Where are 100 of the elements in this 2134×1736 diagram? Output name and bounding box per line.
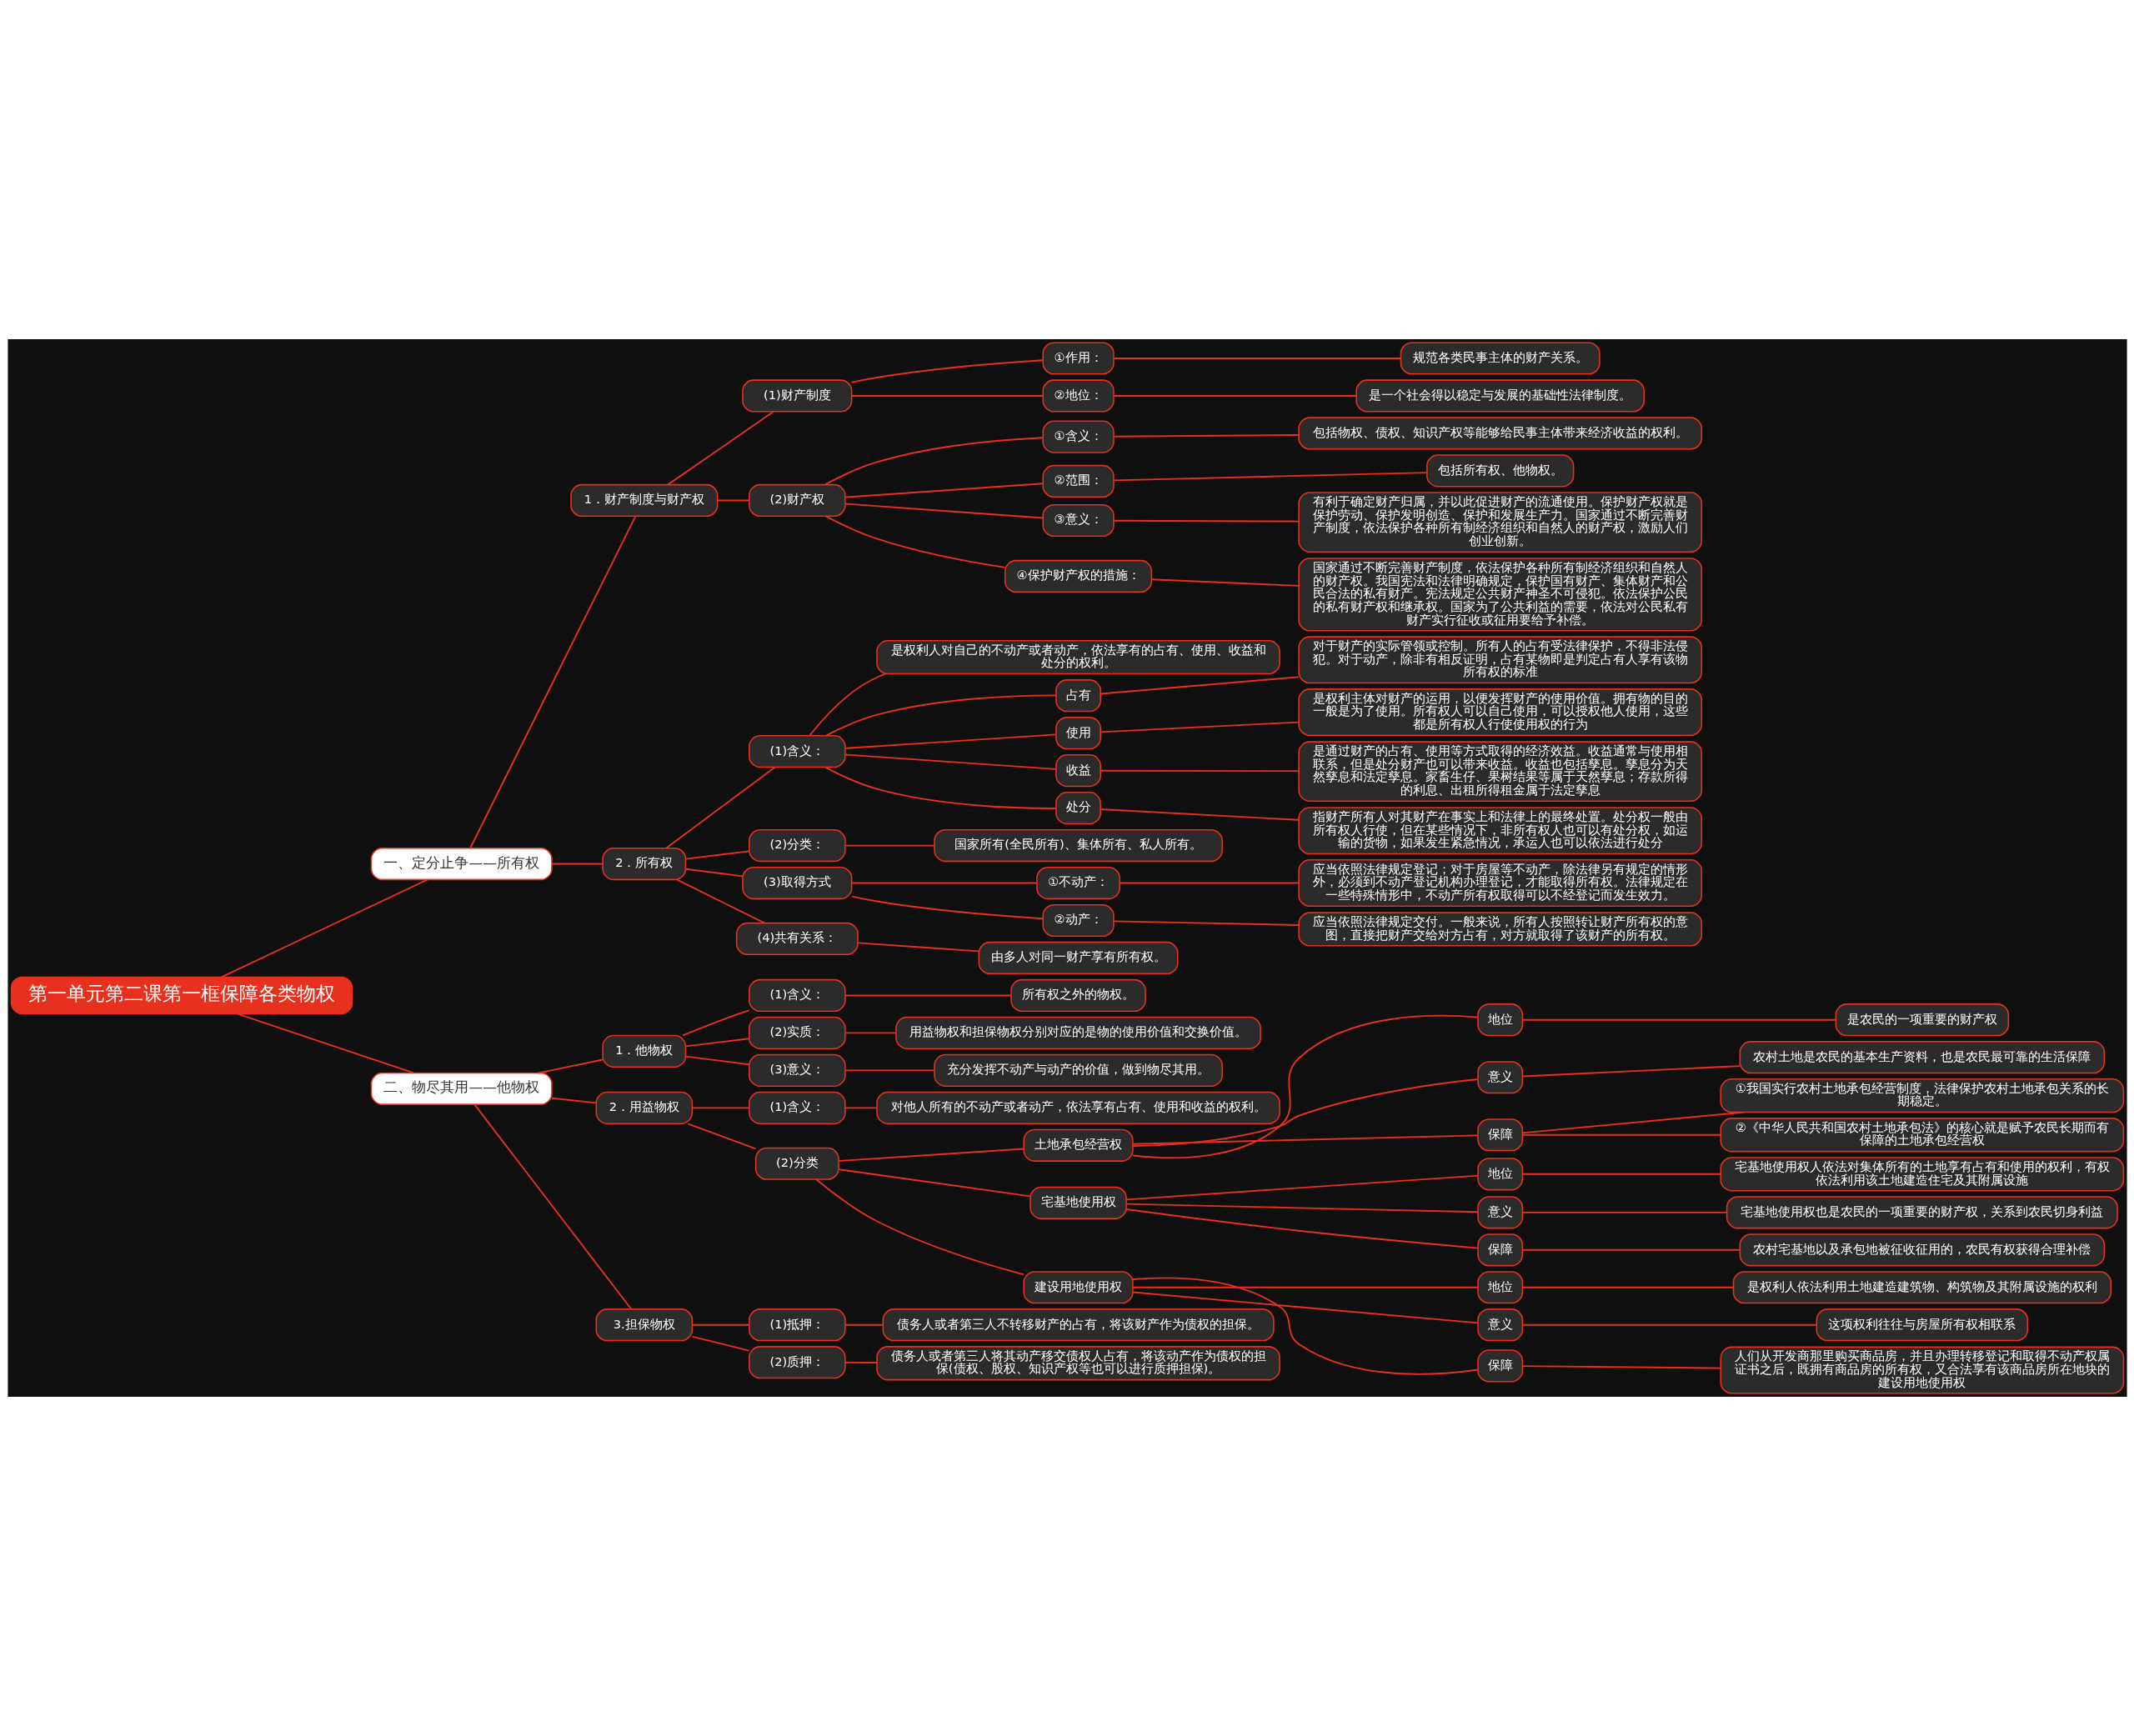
connector: [844, 753, 1057, 770]
node-box: 债务人或者第三人将其动产移交债权人占有，将该动产作为债权的担保(债权、股权、知识产权等也可以进行质押担保)。: [875, 1346, 1280, 1381]
node-box: (4)共有关系：: [735, 922, 859, 956]
node-box: ②地位：: [1041, 379, 1115, 413]
connector: [1521, 1248, 1741, 1251]
node-box: 土地承包经营权: [1022, 1128, 1134, 1162]
connector: [844, 994, 1012, 997]
connector: [666, 410, 774, 486]
connector: [1131, 1134, 1479, 1145]
node-box: 应当依照法律规定交付。一般来说，所有人按照转让财产所有权的意图，直接把财产交给对方占有，对方就取得了该财产的所有权。: [1297, 912, 1702, 947]
node-box: (1)含义：: [748, 978, 846, 1013]
connector: [537, 1058, 604, 1074]
connector: [850, 895, 1044, 920]
node-box: (1)财产制度: [741, 379, 852, 413]
connector: [716, 499, 749, 502]
node-box: 宅基地使用权: [1029, 1186, 1127, 1219]
node-box: ②动产：: [1041, 903, 1115, 938]
connector: [844, 1361, 878, 1363]
connector: [844, 1032, 897, 1034]
node-box: 地位: [1476, 1271, 1523, 1304]
node-box: 意义: [1476, 1308, 1523, 1342]
node-box: 一、定分止争——所有权: [370, 847, 553, 881]
node-box: (2)财产权: [748, 483, 846, 518]
connector: [1521, 1365, 1721, 1369]
connector: [1112, 519, 1300, 523]
connector: [1521, 1211, 1727, 1213]
connector: [1112, 920, 1300, 926]
connector: [1521, 1065, 1741, 1078]
node-box: 意义: [1476, 1196, 1523, 1229]
connector: [1131, 1078, 1479, 1148]
connector: [691, 1335, 749, 1352]
node-box: ①含义：: [1041, 420, 1115, 453]
node-box: ③意义：: [1041, 503, 1115, 538]
node-box: 有利于确定财产归属，并以此促进财产的流通使用。保护财产权就是保护劳动、保护发明创造、保护和发展生产力。国家通过不断完善财产制度，依法保护各种所有制经济组织和自然人的财产权，激励人们创业创新。: [1297, 492, 1702, 553]
connector: [1125, 1208, 1479, 1249]
node-box: 收益: [1054, 754, 1101, 788]
node-box: (3)取得方式: [741, 866, 852, 900]
connector: [684, 868, 744, 878]
connector: [1131, 1277, 1479, 1375]
connector: [1131, 1291, 1479, 1324]
connector: [824, 437, 1044, 486]
node-box: 保障: [1476, 1118, 1523, 1152]
connector: [1150, 578, 1300, 587]
node-box: 保障: [1476, 1233, 1523, 1267]
node-box: 2．所有权: [601, 847, 686, 881]
node-box: 占有: [1054, 679, 1101, 713]
node-box: (1)含义：: [748, 1091, 846, 1124]
connector: [691, 1323, 749, 1326]
node-box: (1)含义：: [748, 735, 846, 768]
node-box: 宅基地使用权人依法对集体所有的土地享有占有和使用的权利，有权依法利用该土地建造住宅及其附属设施: [1720, 1157, 2124, 1192]
node-box: 用益物权和担保物权分别对应的是物的使用价值和交换价值。: [894, 1016, 1261, 1049]
node-box: (2)质押：: [748, 1346, 846, 1379]
node-box: 国家通过不断完善财产制度，依法保护各种所有制经济组织和自然人的财产权。我国宪法和法律明确规定，保护国有财产、集体财产和公民合法的私有财产。宪法规定公共财产神圣不可侵犯。依法保护公民的私有财产权和继承权。国家为了公共利益的需要，依法对公民私有财产实行征收或征用要给予补偿。: [1297, 558, 1702, 632]
connector: [1099, 808, 1300, 821]
connector: [1125, 1174, 1479, 1201]
node-box: 是通过财产的占有、使用等方式取得的经济效益。收益通常与使用相联系，但是处分财产也可以带来收益。收益也包括孳息。孳息分为天然孳息和法定孳息。家畜生仔、果树结果等属于天然孳息；存款所得的利息、出租所得租金属于法定孳息: [1297, 741, 1702, 803]
node-box: 第一单元第二课第一框保障各类物权: [10, 976, 353, 1015]
node-box: 由多人对同一财产享有所有权。: [978, 941, 1179, 975]
connector: [684, 1038, 750, 1048]
connector: [1131, 1014, 1479, 1159]
connector: [665, 766, 776, 849]
node-box: 债务人或者第三人不转移财产的占有，将该财产作为债权的担保。: [882, 1308, 1275, 1342]
connector: [850, 395, 1044, 397]
node-box: 3.担保物权: [595, 1308, 693, 1342]
connector: [844, 733, 1057, 749]
connector: [844, 483, 1044, 498]
node-box: 保障: [1476, 1349, 1523, 1383]
connector: [1521, 1286, 1734, 1288]
node-box: ④保护财产权的措施：: [1004, 559, 1152, 593]
connector: [1521, 1018, 1836, 1021]
connector: [684, 1055, 750, 1066]
connector: [844, 503, 1044, 519]
connector: [1131, 1286, 1479, 1288]
node-box: (2)分类: [754, 1147, 839, 1180]
connector: [473, 1103, 632, 1310]
node-box: ①我国实行农村土地承包经营制度，法律保护农村土地承包关系的长期稳定。: [1720, 1078, 2124, 1113]
node-box: 使用: [1054, 717, 1101, 750]
connector: [850, 359, 1044, 383]
node-box: ②范围：: [1041, 464, 1115, 498]
connector: [681, 1009, 749, 1037]
node-box: 包括物权、债权、知识产权等能够给民事主体带来经济收益的权利。: [1297, 417, 1702, 450]
node-box: 地位: [1476, 1158, 1523, 1191]
node-box: 国家所有(全民所有)、集体所有、私人所有。: [933, 828, 1223, 863]
node-box: 对于财产的实际管领或控制。所有人的占有受法律保护，不得非法侵犯。对于动产，除非有相反证明，占有某物即是判定占有人享有该物所有权的标准: [1297, 636, 1702, 684]
connector: [468, 515, 636, 849]
node-box: (3)意义：: [748, 1053, 846, 1087]
node-box: 是权利主体对财产的运用，以便发挥财产的使用价值。拥有物的目的一般是为了使用。所有权人可以自己使用，可以授权他人使用，这些都是所有权人行使使用权的行为: [1297, 688, 1702, 737]
node-box: 农村土地是农民的基本生产资料，也是农民最可靠的生活保障: [1739, 1041, 2105, 1074]
connector: [1521, 1323, 1817, 1326]
node-box: ①作用：: [1041, 342, 1115, 375]
connector: [1521, 1111, 1745, 1134]
node-box: 这项权利往往与房屋所有权相联系: [1816, 1308, 2028, 1342]
node-box: 1．他物权: [601, 1034, 686, 1068]
node-box: 应当依照法律规定登记；对于房屋等不动产，除法律另有规定的情形外，必须到不动产登记机构办理登记，才能取得所有权。法律规定在一些特殊情形中，不动产所有权取得可以不经登记而发生效力。: [1297, 859, 1702, 908]
connector: [814, 1178, 1024, 1276]
node-box: 是农民的一项重要的财产权: [1835, 1003, 2009, 1037]
node-box: 所有权之外的物权。: [1009, 978, 1146, 1013]
connector: [1112, 395, 1357, 397]
node-box: (2)实质：: [748, 1016, 846, 1049]
connector: [1099, 721, 1300, 733]
